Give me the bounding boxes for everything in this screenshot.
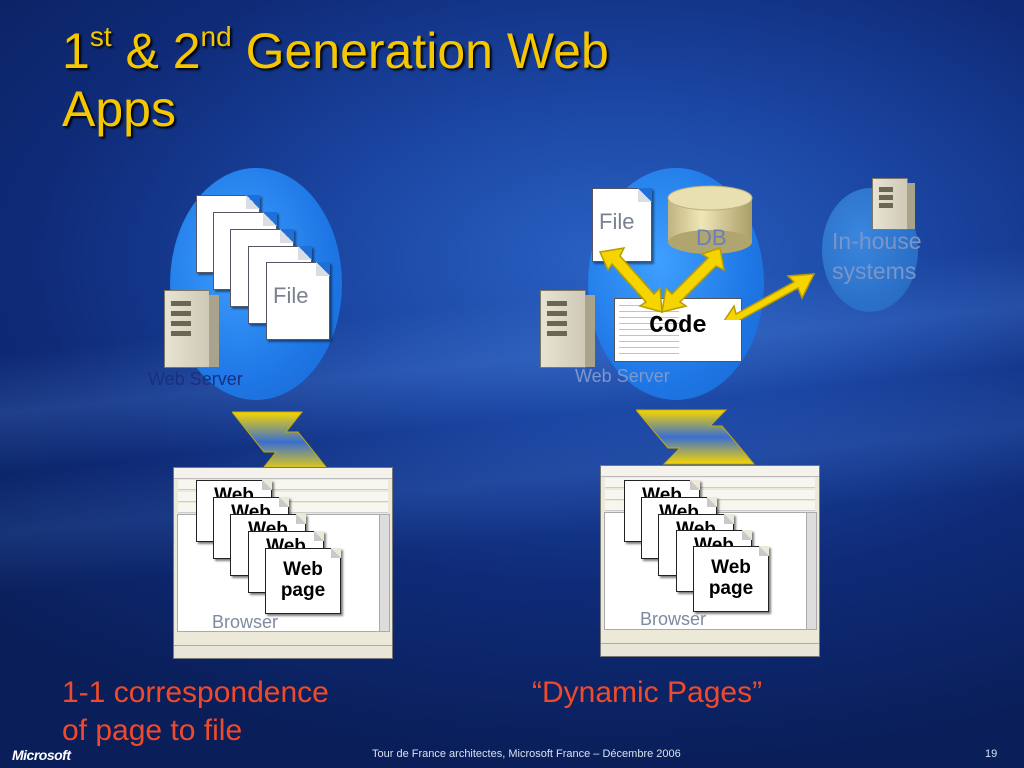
code-box: Code: [614, 298, 742, 362]
file-icon: File: [266, 262, 330, 340]
slide-title: 1st & 2nd Generation Web Apps: [62, 21, 609, 138]
server-icon: [872, 178, 915, 230]
db-label: DB: [696, 225, 727, 250]
file-label: File: [599, 209, 635, 234]
footer-text: Tour de France architectes, Microsoft Fr…: [372, 748, 681, 760]
server-icon: [540, 290, 595, 368]
microsoft-logo: Microsoft: [12, 747, 71, 763]
file-label: File: [273, 283, 309, 308]
page-number: 19: [985, 748, 998, 760]
connector-arrows: [598, 247, 816, 320]
double-arrow-icon: [661, 247, 726, 314]
web-server-label: Web Server: [575, 366, 670, 386]
double-arrow-icon: [636, 409, 756, 465]
web-page-doc: Web page: [693, 546, 769, 612]
server-icon: [164, 290, 219, 368]
browser-label: Browser: [640, 609, 707, 629]
web-page-doc: Web page: [265, 548, 341, 614]
double-arrow-icon: [723, 273, 816, 320]
double-arrow-icon: [232, 411, 330, 473]
database-icon: [667, 185, 753, 254]
caption-right: “Dynamic Pages”: [532, 676, 763, 709]
double-arrow-icon: [598, 247, 663, 314]
browser-label: Browser: [212, 612, 279, 632]
web-server-label: Web Server: [148, 369, 243, 389]
